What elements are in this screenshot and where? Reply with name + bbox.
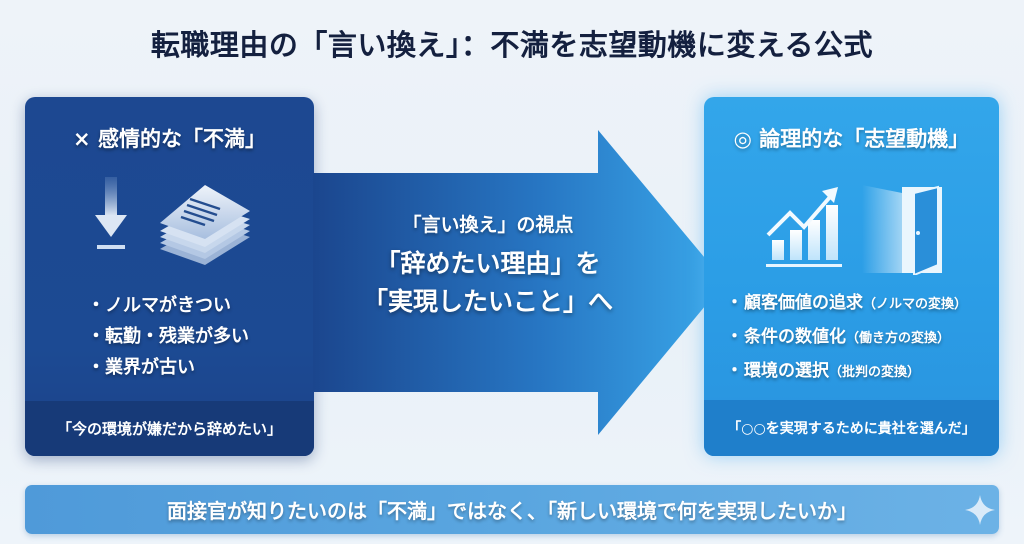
list-item: ・条件の数値化（働き方の変換）	[726, 327, 951, 347]
down-arrow-icon	[95, 177, 127, 249]
list-item: ・ノルマがきつい	[87, 295, 231, 316]
key-message-banner: 面接官が知りたいのは「不満」ではなく、「新しい環境で何を実現したいか」	[25, 485, 999, 534]
page-title: 転職理由の「言い換え」：不満を志望動機に変える公式	[150, 28, 874, 62]
list-item: ・転勤・残業が多い	[87, 326, 249, 347]
arrow-subtitle: 「言い換え」の視点	[402, 214, 574, 236]
right-icons	[762, 175, 962, 277]
complaint-list: ・ノルマがきつい ・転勤・残業が多い ・業界が古い	[87, 290, 249, 383]
list-item: ・環境の選択（批判の変換）	[726, 361, 921, 381]
left-icons	[95, 177, 255, 267]
complaint-quote: 「今の環境が嫌だから辞めたい」	[25, 401, 314, 456]
right-arrow-icon	[313, 130, 725, 435]
motivation-quote: 「○○を実現するために貴社を選んだ」	[704, 400, 999, 456]
transformation-arrow: 「言い換え」の視点 「辞めたい理由」を 「実現したいこと」へ	[313, 130, 728, 435]
sparkle-icon	[965, 495, 995, 525]
emotional-complaint-card: × 感情的な「不満」	[25, 97, 314, 456]
motivation-list: ・顧客価値の追求（ノルマの変換） ・条件の数値化（働き方の変換） ・環境の選択（…	[726, 287, 967, 389]
paper-stack-icon	[160, 185, 250, 265]
card-heading: ◎ 論理的な「志望動機」	[733, 127, 970, 151]
list-item: ・業界が古い	[87, 357, 195, 378]
growth-chart-icon	[766, 187, 842, 267]
open-door-icon	[862, 185, 942, 277]
arrow-main-line2: 「実現したいこと」へ	[362, 287, 613, 316]
list-item: ・顧客価値の追求（ノルマの変換）	[726, 293, 968, 313]
banner-text: 面接官が知りたいのは「不満」ではなく、「新しい環境で何を実現したいか」	[167, 499, 857, 523]
card-heading: × 感情的な「不満」	[73, 127, 266, 151]
arrow-main-line1: 「辞めたい理由」を	[375, 249, 601, 278]
logical-motivation-card: ◎ 論理的な「志望動機」	[704, 97, 999, 456]
